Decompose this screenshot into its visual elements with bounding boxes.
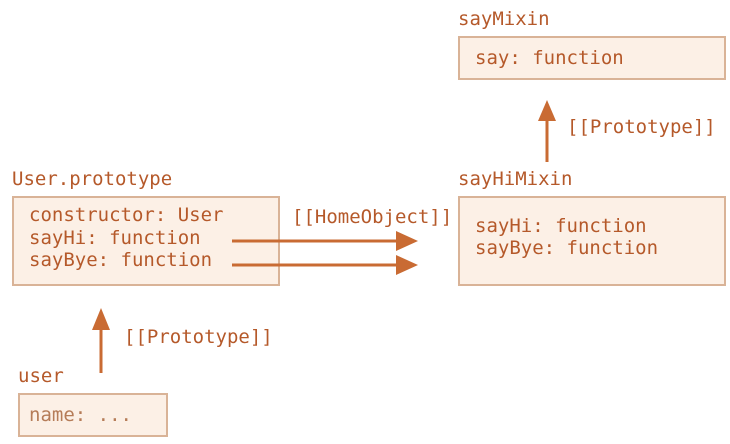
home-object-arrow-sayhi: [232, 231, 418, 251]
say-mixin-title: sayMixin: [458, 8, 550, 30]
user-title: user: [18, 365, 64, 387]
home-object-arrow-saybye: [232, 255, 418, 275]
user-prototype-constructor-field: constructor: User: [29, 204, 224, 226]
prototype-edge-label-bottom: [[Prototype]]: [124, 326, 273, 348]
prototype-arrow-up-bottom: [92, 308, 110, 373]
user-name-field: name: ...: [29, 404, 132, 426]
say-mixin-box: say: function: [458, 36, 726, 80]
prototype-arrow-up-top: [538, 100, 556, 162]
prototype-edge-label-top: [[Prototype]]: [567, 116, 716, 138]
user-prototype-title: User.prototype: [12, 168, 173, 190]
user-prototype-box: constructor: User sayHi: function sayBye…: [12, 196, 280, 286]
say-hi-mixin-sayhi-field: sayHi: function: [475, 215, 647, 237]
say-hi-mixin-saybye-field: sayBye: function: [475, 237, 659, 259]
say-hi-mixin-box: sayHi: function sayBye: function: [458, 196, 726, 286]
user-prototype-sayhi-field: sayHi: function: [29, 227, 201, 249]
say-mixin-say-field: say: function: [475, 47, 624, 69]
user-box: name: ...: [18, 393, 168, 437]
say-hi-mixin-title: sayHiMixin: [458, 168, 573, 190]
home-object-edge-label: [[HomeObject]]: [292, 206, 453, 228]
user-prototype-saybye-field: sayBye: function: [29, 249, 213, 271]
